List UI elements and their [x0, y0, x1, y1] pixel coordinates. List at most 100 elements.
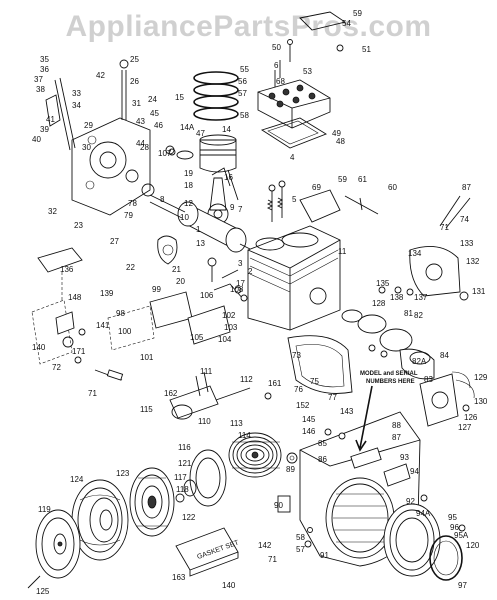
crankcase-cover-seals: [341, 309, 435, 380]
part-number-label: 128: [372, 299, 386, 308]
part-number-label: 94: [410, 467, 419, 476]
part-number-label: 20: [176, 277, 185, 286]
model-serial-callout-line2: NUMBERS HERE: [366, 379, 415, 385]
part-number-label: 41: [46, 115, 55, 124]
cylinder-baffle: [287, 335, 353, 394]
part-number-label: 38: [36, 85, 45, 94]
part-number-label: 124: [70, 475, 84, 484]
part-number-label: 161: [268, 379, 282, 388]
flywheel-assembly: [27, 449, 227, 589]
governor-bracket-assembly: [107, 269, 248, 351]
part-number-label: 25: [130, 55, 139, 64]
part-number-label: 137: [414, 293, 428, 302]
part-number-label: 143: [340, 407, 354, 416]
part-number-label: 60: [388, 183, 397, 192]
part-number-label: 138: [390, 293, 404, 302]
part-number-label: 45: [150, 109, 159, 118]
part-number-label: 5: [292, 195, 297, 204]
part-number-label: 34: [72, 101, 81, 110]
part-number-label: 54: [342, 19, 351, 28]
part-number-label: 134: [408, 249, 422, 258]
part-number-label: 18: [184, 181, 193, 190]
part-number-label: 14A: [180, 123, 195, 132]
part-number-label: 74: [460, 215, 469, 224]
part-number-label: 29: [84, 121, 93, 130]
part-number-label: 47: [196, 129, 205, 138]
part-number-label: 171: [72, 347, 86, 356]
part-number-label: 57: [238, 89, 247, 98]
part-number-label: 102: [222, 311, 236, 320]
part-number-label: 85: [318, 439, 327, 448]
part-number-label: 125: [36, 587, 50, 596]
part-number-label: 58: [296, 533, 305, 542]
part-number-label: 121: [178, 459, 192, 468]
part-number-label: 97: [458, 581, 467, 590]
part-number-label: 40: [32, 135, 41, 144]
part-number-label: 123: [116, 469, 130, 478]
part-number-label: 142: [258, 541, 272, 550]
part-number-label: 106: [200, 291, 214, 300]
breather-assembly: [299, 189, 379, 223]
part-number-label: 27: [110, 237, 119, 246]
part-number-label: 4: [290, 153, 295, 162]
breaker-assembly: [169, 371, 272, 420]
part-number-label: 71: [88, 389, 97, 398]
part-number-label: 13: [196, 239, 205, 248]
part-number-label: 86: [318, 455, 327, 464]
part-number-label: 46: [154, 121, 163, 130]
part-number-label: 96: [450, 523, 459, 532]
part-number-label: 12: [184, 199, 193, 208]
crankshaft-assembly: [149, 167, 263, 282]
part-number-label: 114: [238, 431, 251, 440]
cylinder-head: [228, 432, 282, 478]
part-number-label: 110: [198, 417, 211, 426]
part-number-label: 115: [140, 405, 153, 414]
part-number-label: 129: [474, 373, 488, 382]
part-number-label: 145: [302, 415, 316, 424]
gasket-set-box: [175, 527, 239, 577]
part-number-label: 82: [414, 311, 423, 320]
valve-cover-assembly: [257, 11, 347, 149]
part-number-label: 100: [118, 327, 132, 336]
part-number-label: 78: [128, 199, 137, 208]
part-number-label: 8: [160, 195, 165, 204]
part-number-label: 136: [60, 265, 74, 274]
part-number-label: 111: [200, 367, 213, 376]
part-number-label: 90: [274, 501, 283, 510]
part-number-label: 91: [320, 551, 329, 560]
part-number-label: 83: [424, 375, 433, 384]
part-number-label: 103: [224, 323, 238, 332]
part-number-label: 140: [32, 343, 46, 352]
part-number-label: 17: [236, 279, 245, 288]
part-number-label: 75: [310, 377, 319, 386]
part-number-label: 139: [100, 289, 114, 298]
part-number-label: 22: [126, 263, 135, 272]
part-number-label: 59: [353, 9, 362, 18]
part-number-label: 43: [136, 117, 145, 126]
part-number-label: 26: [130, 77, 139, 86]
part-number-label: 95A: [454, 531, 469, 540]
part-number-label: 21: [172, 265, 181, 274]
part-number-label: 10: [180, 213, 189, 222]
part-number-label: 108: [230, 285, 244, 294]
part-number-label: 72: [52, 363, 61, 372]
part-number-label: 1: [196, 225, 201, 234]
part-number-label: 93: [400, 453, 409, 462]
ignition-assembly: [378, 195, 471, 301]
part-number-label: 162: [164, 389, 178, 398]
part-number-label: 30: [82, 143, 91, 152]
part-number-label: 122: [182, 513, 196, 522]
part-number-label: 88: [392, 421, 401, 430]
part-number-label: 87: [462, 183, 471, 192]
part-number-label: 101: [140, 353, 154, 362]
part-number-label: 135: [376, 279, 390, 288]
part-number-label: 36: [40, 65, 49, 74]
part-number-label: 14: [222, 125, 231, 134]
part-number-label: 44: [136, 139, 145, 148]
part-number-label: 77: [328, 393, 337, 402]
part-number-label: 2: [248, 267, 253, 276]
part-number-label: 76: [294, 385, 303, 394]
part-number-label: 81: [404, 309, 413, 318]
part-number-label: 9: [230, 203, 235, 212]
